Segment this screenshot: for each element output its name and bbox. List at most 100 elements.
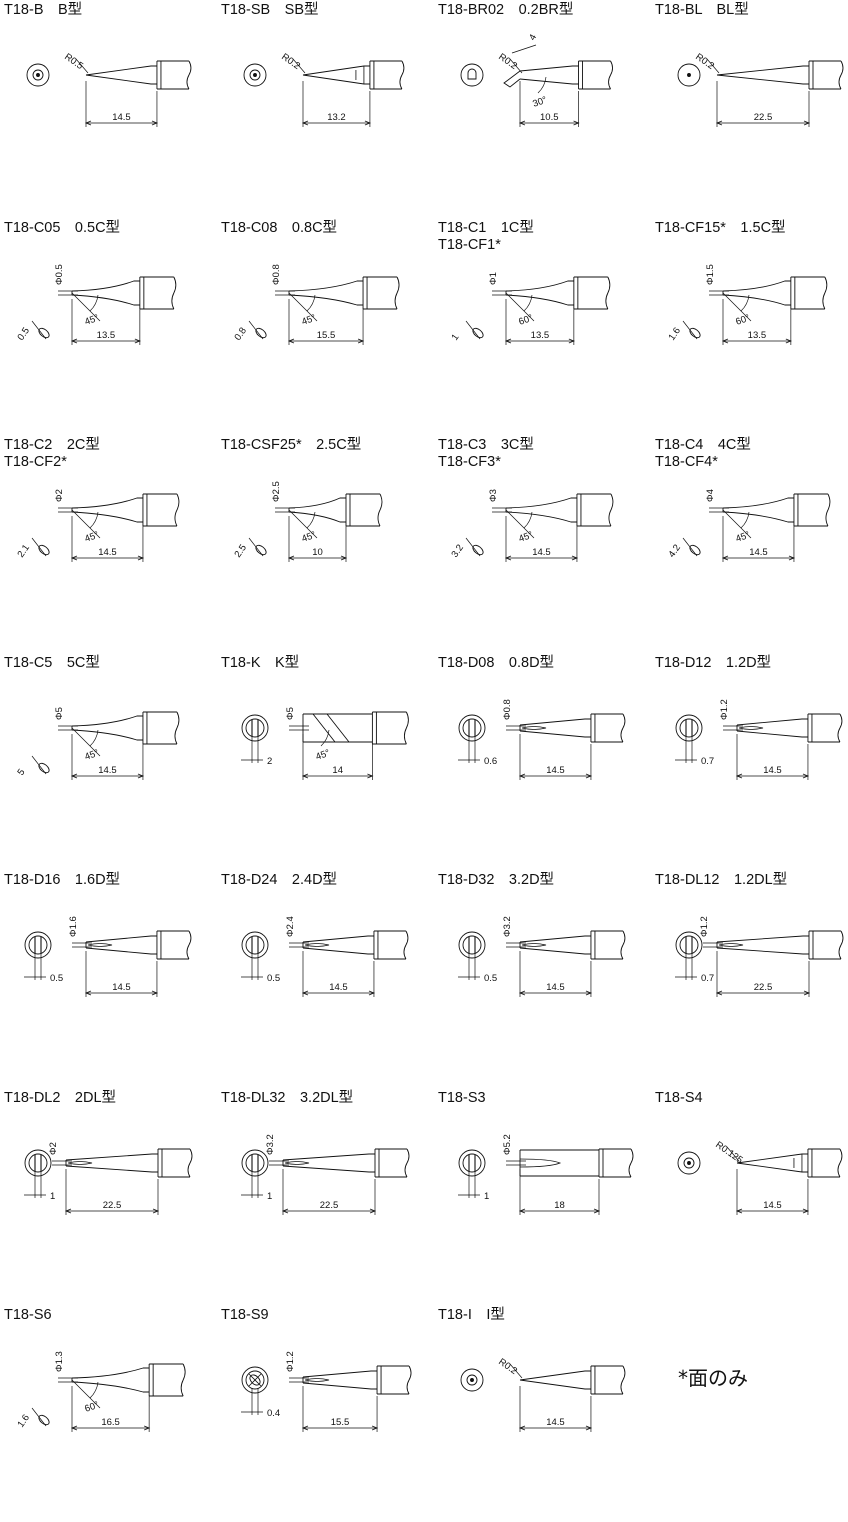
shank-body — [590, 930, 623, 960]
shank-break — [186, 60, 192, 90]
angle-arc — [537, 76, 547, 94]
dimension-arrow — [571, 555, 579, 561]
length-label: 14.5 — [546, 765, 565, 776]
dimension-line — [511, 44, 537, 54]
leader-line — [292, 58, 306, 74]
tip-title: T18-D24 2.4D型 — [221, 872, 338, 888]
length-label: 18 — [554, 1200, 565, 1211]
dimension-arrow — [735, 1208, 743, 1213]
shank-body — [156, 930, 189, 960]
tip-title: T18-C5 5C型 — [4, 654, 100, 671]
angle-line — [288, 509, 318, 539]
length-label: 10.5 — [540, 112, 559, 123]
tip-body — [716, 935, 809, 955]
length-label: 14.5 — [98, 765, 117, 776]
shank-ring — [807, 1148, 813, 1177]
front-slot — [468, 719, 476, 736]
tip-body — [71, 1367, 150, 1393]
angle-label: 45° — [300, 530, 317, 545]
length-label: 22.5 — [754, 982, 773, 993]
dimension-arrow — [785, 338, 792, 343]
shank-ring — [148, 1364, 154, 1396]
length-label: 13.5 — [748, 330, 767, 341]
dimension-arrow — [144, 1425, 151, 1431]
shank-ring — [157, 1148, 163, 1177]
length-label: 14.5 — [112, 982, 131, 993]
tip-title: T18-K K型 — [221, 654, 300, 671]
front-outer-circle — [458, 1149, 486, 1176]
dimension-arrow — [593, 1208, 601, 1213]
shank-body — [142, 493, 177, 527]
tip-drawing: 13.5Φ0.50.545° — [15, 264, 177, 345]
diameter-label: Φ1.2 — [719, 699, 730, 720]
tip-title: T18-D12 1.2D型 — [655, 654, 772, 671]
diameter-label: Φ1.2 — [285, 1351, 296, 1372]
shank-break — [825, 493, 831, 527]
dimension-arrow — [568, 338, 575, 343]
tip-title: T18-BR02 0.2BR型 — [438, 2, 574, 18]
tip-body — [71, 497, 143, 523]
tip-drawing: 14.5Φ3.20.5 — [458, 916, 626, 997]
face-label: 1.6 — [15, 1413, 32, 1430]
face-label: 3.2 — [449, 543, 466, 560]
tip-title: T18-S4 — [655, 1089, 703, 1106]
front-inner-circle — [679, 935, 699, 955]
footnote-face-only: *面のみ — [678, 1366, 748, 1390]
shank-ring — [369, 61, 375, 89]
length-label: 14.5 — [532, 547, 551, 558]
front-slot — [34, 937, 42, 953]
radius-label: R0.5 — [62, 51, 85, 72]
dimension-arrow — [585, 1425, 593, 1431]
diameter-label: Φ2 — [48, 1142, 59, 1155]
tip-body — [288, 497, 346, 523]
shank-break — [377, 493, 383, 527]
shank-break — [394, 276, 400, 309]
tip-drawing: 15.5Φ0.80.845° — [232, 264, 400, 345]
front-slot — [685, 937, 693, 953]
front-tip-dot — [687, 73, 691, 77]
length-label: 16.5 — [101, 1417, 120, 1428]
tip-cone — [736, 1153, 808, 1172]
angle-line — [722, 292, 752, 321]
tip-flat — [284, 1160, 310, 1165]
angle-arc — [89, 729, 99, 746]
dimension-arrow — [803, 120, 811, 126]
angle-label: 45° — [300, 312, 317, 327]
angle-line — [71, 509, 101, 539]
dimension-arrow — [364, 120, 371, 126]
front-outer-circle — [24, 1149, 52, 1176]
front-inner-circle — [28, 935, 48, 955]
diameter-label: Φ1.6 — [68, 916, 79, 937]
tip-step — [793, 1153, 803, 1172]
front-slot — [685, 719, 693, 736]
diameter-label: Φ0.8 — [502, 699, 513, 720]
angle-label: 60° — [83, 1400, 100, 1415]
angle-line — [288, 292, 318, 321]
front-outer-circle — [675, 931, 703, 959]
front-inner-circle — [245, 718, 265, 737]
tip-title: T18-D08 0.8D型 — [438, 654, 555, 671]
front-outer-circle — [677, 1151, 701, 1174]
length-label: 14 — [332, 765, 343, 776]
leader-line — [509, 1363, 523, 1379]
shank-ring — [590, 713, 596, 742]
radius-label: R0.2 — [496, 1356, 519, 1377]
front-outer-circle — [675, 714, 703, 741]
shank-body — [573, 276, 608, 309]
diameter-label: Φ3.2 — [502, 916, 513, 937]
tip-cone — [519, 65, 579, 85]
shank-break — [403, 930, 409, 960]
shank-ring — [808, 931, 814, 959]
